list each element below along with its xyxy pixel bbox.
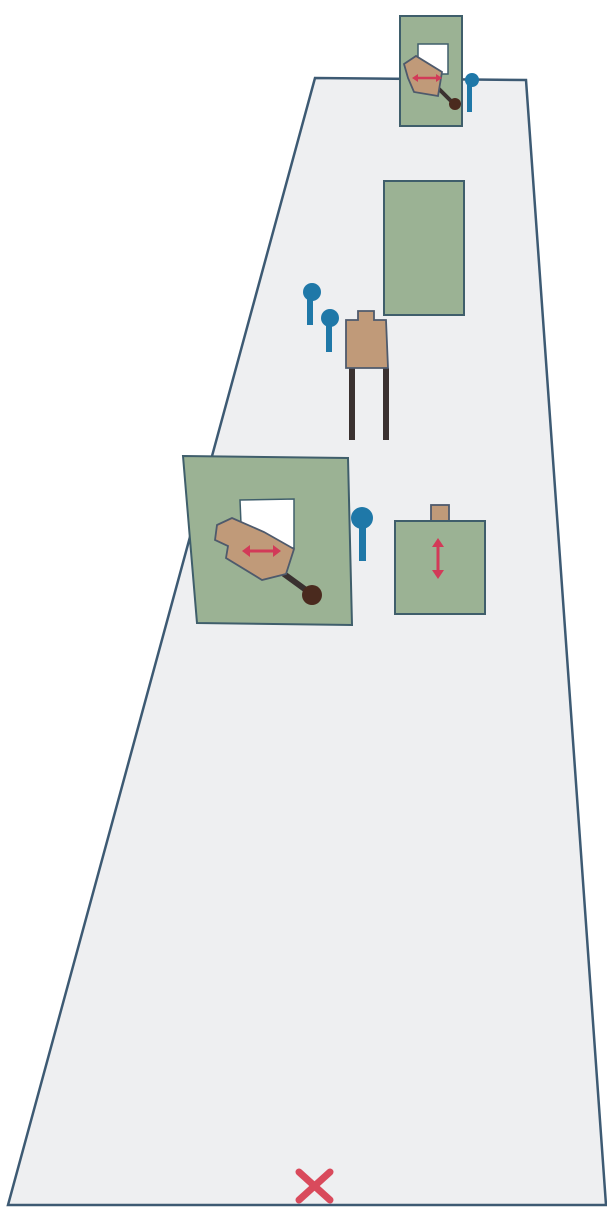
box-vertical-mover bbox=[394, 504, 486, 615]
near-wall-window-swinger bbox=[181, 454, 354, 627]
middle-wall bbox=[383, 180, 465, 316]
popper-2-post bbox=[307, 298, 313, 325]
popper-4 bbox=[351, 507, 373, 561]
near-swinger-arrow-icon bbox=[242, 545, 281, 557]
popper-3 bbox=[321, 309, 339, 352]
stand-leg-left bbox=[349, 368, 355, 440]
popper-2-head bbox=[303, 283, 321, 301]
popper-3-post bbox=[326, 324, 332, 352]
far-wall-window-swinger bbox=[399, 15, 463, 127]
paper-target-icon bbox=[345, 310, 389, 369]
stand-leg-right bbox=[383, 368, 389, 440]
popper-4-head bbox=[351, 507, 373, 529]
far-swinger-weight bbox=[449, 98, 461, 110]
popper-1-head bbox=[465, 73, 479, 87]
popper-1-post bbox=[467, 84, 472, 112]
target-on-stand bbox=[345, 310, 389, 440]
far-swinger-target bbox=[402, 54, 443, 98]
popper-4-post bbox=[359, 525, 366, 561]
popper-2 bbox=[303, 283, 321, 325]
near-swinger-target bbox=[214, 517, 296, 581]
range-floor bbox=[6, 76, 607, 1207]
vertical-arrow-icon bbox=[432, 538, 444, 579]
popper-1 bbox=[465, 73, 479, 112]
near-swinger-weight bbox=[302, 585, 322, 605]
far-swinger-arrow-icon bbox=[412, 74, 442, 82]
start-x-icon bbox=[295, 1168, 334, 1204]
mover-box bbox=[394, 520, 486, 615]
popper-3-head bbox=[321, 309, 339, 327]
